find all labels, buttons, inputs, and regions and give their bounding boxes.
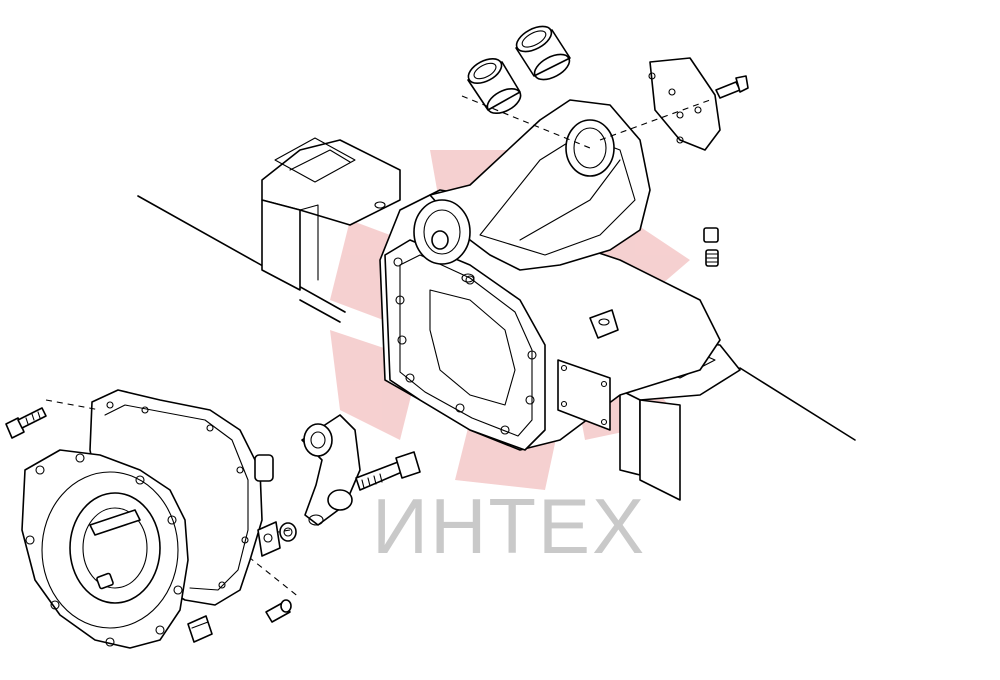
breather-plug bbox=[703, 227, 719, 267]
cover-plate bbox=[648, 57, 721, 151]
bushing-2 bbox=[515, 25, 571, 81]
cover-bolt bbox=[715, 75, 749, 99]
spring-seat-left bbox=[261, 137, 401, 291]
flange-bolt-hole-5 bbox=[455, 403, 465, 413]
drain-plug bbox=[187, 615, 213, 643]
flange-bolt-hole-3 bbox=[397, 335, 407, 345]
bushing-1 bbox=[467, 57, 522, 115]
axle-tube-left bbox=[137, 195, 346, 323]
dowel-pin bbox=[265, 599, 292, 623]
flange-bolt-hole-2 bbox=[395, 295, 405, 305]
flange-bolt-hole-9 bbox=[465, 275, 475, 285]
upper-arm-bracket bbox=[413, 99, 651, 271]
clamp-bolt bbox=[355, 451, 421, 491]
flange-bolt-hole-7 bbox=[525, 395, 535, 405]
flange-bolt-hole-6 bbox=[500, 425, 510, 435]
axle-housing bbox=[374, 189, 721, 451]
watermark-text: ИНТЕХ bbox=[372, 482, 646, 570]
flange-bolt-hole-4 bbox=[405, 373, 415, 383]
small-nut bbox=[279, 522, 297, 542]
flange-bolt bbox=[5, 407, 47, 439]
axle-tube-right bbox=[739, 367, 856, 441]
spring-clamp bbox=[301, 414, 361, 526]
flange-bolt-hole-1 bbox=[393, 257, 403, 267]
front-flange bbox=[21, 449, 189, 649]
flange-bolt-hole-8 bbox=[527, 350, 537, 360]
